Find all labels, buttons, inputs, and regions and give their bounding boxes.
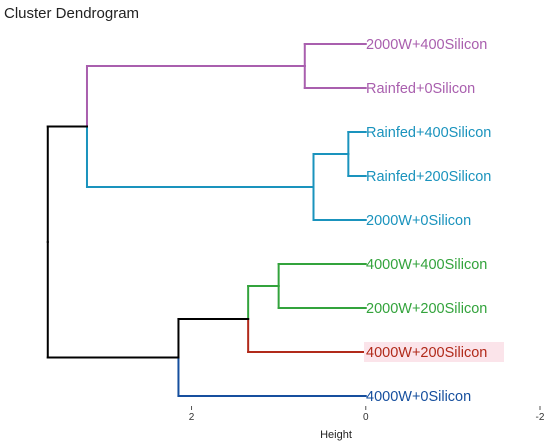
leaf-label: 4000W+0Silicon [366, 389, 471, 405]
x-tick-label: -2 [536, 412, 545, 423]
chart-title: Cluster Dendrogram [4, 5, 139, 22]
leaf-labels: 2000W+400SiliconRainfed+0SiliconRainfed+… [364, 37, 504, 405]
x-axis-ticks: 2 0 -2 [189, 406, 545, 423]
leaf-label: 2000W+400Silicon [366, 37, 487, 53]
leaf-label: Rainfed+200Silicon [366, 169, 491, 185]
dendrogram-links [46, 43, 367, 397]
x-axis-title: Height [320, 429, 352, 441]
leaf-label: 2000W+200Silicon [366, 301, 487, 317]
x-tick-label: 0 [363, 412, 369, 423]
leaf-label: 4000W+200Silicon [366, 345, 487, 361]
leaf-label-highlight [364, 342, 504, 362]
x-tick-label: 2 [189, 412, 195, 423]
leaf-label: 4000W+400Silicon [366, 257, 487, 273]
leaf-label: Rainfed+400Silicon [366, 125, 491, 141]
leaf-label: 2000W+0Silicon [366, 213, 471, 229]
leaf-label: Rainfed+0Silicon [366, 81, 475, 97]
